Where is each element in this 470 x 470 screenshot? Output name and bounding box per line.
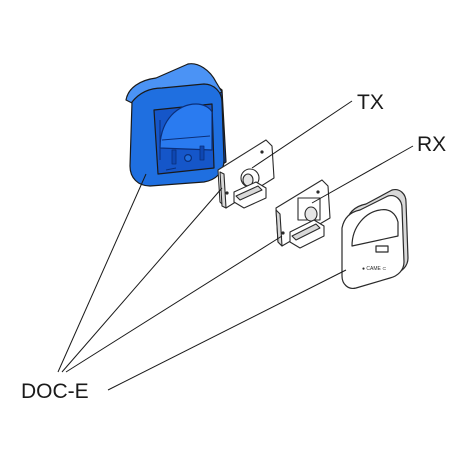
- leader-doce-rx: [65, 235, 283, 373]
- leader-doce-housing: [57, 173, 147, 373]
- leader-doce-cover: [107, 269, 347, 391]
- cover-brand-mark: ● CAME ⊂: [362, 266, 386, 272]
- leader-doce-tx: [61, 187, 223, 373]
- rx-lens: [304, 206, 318, 222]
- leader-lines: [57, 100, 414, 391]
- front-cover: ● CAME ⊂: [341, 189, 409, 289]
- blue-housing: [125, 63, 227, 187]
- callout-doc-e: DOC-E: [21, 380, 89, 403]
- housing-screw: [184, 154, 193, 163]
- cover-led: [375, 245, 389, 253]
- callout-tx: TX: [357, 91, 384, 114]
- housing-dial: [159, 103, 213, 151]
- leader-tx: [251, 100, 353, 169]
- leader-rx: [311, 145, 414, 204]
- rx-module: [275, 179, 331, 249]
- tx-module: [217, 139, 275, 209]
- callout-rx: RX: [417, 133, 447, 156]
- cover-dial: [351, 209, 399, 247]
